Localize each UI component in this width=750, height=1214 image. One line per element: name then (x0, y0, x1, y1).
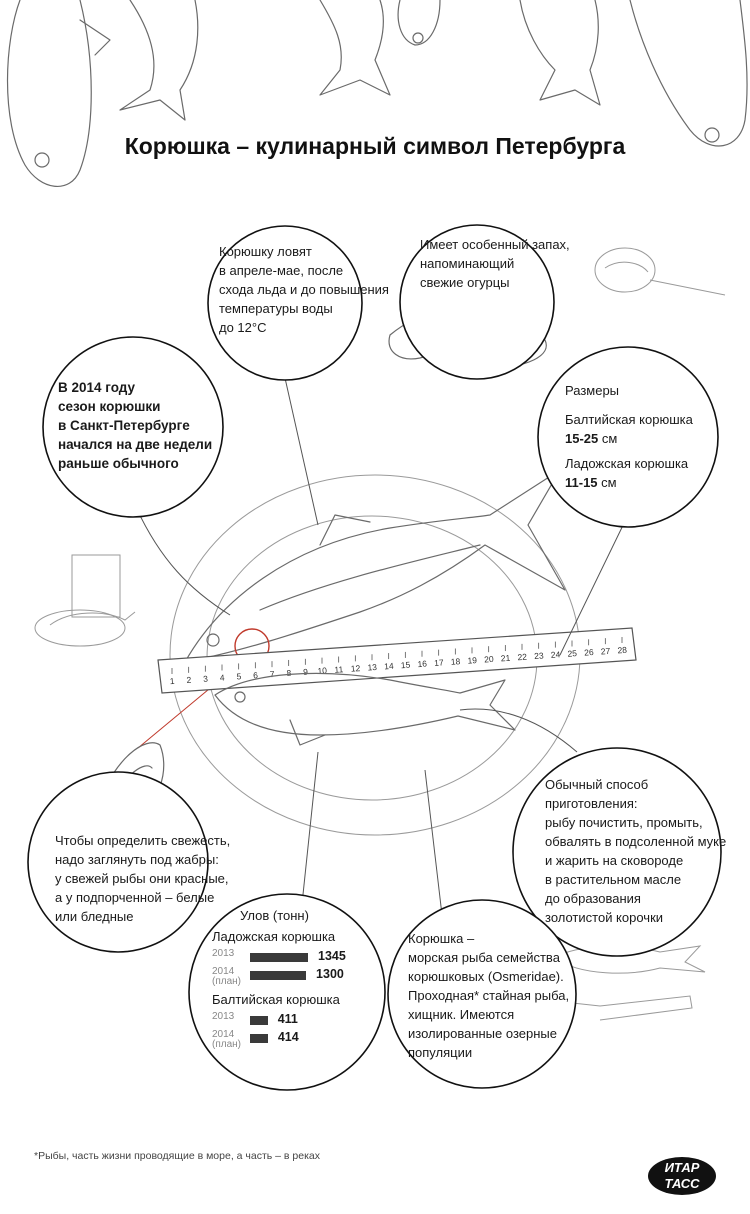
chart-row: 2013 411 (198, 1011, 370, 1029)
callout-circle-smell (399, 224, 555, 380)
hanging-fish-decoration (6, 0, 748, 187)
chart-row: 2013 1345 (198, 948, 370, 966)
callout-circle-catch (188, 893, 386, 1091)
pan-with-fish-sketch (594, 247, 726, 296)
itar-tass-logo: ИТАР ТАСС (648, 1157, 716, 1195)
callout-sizes-text: Размеры Балтийская корюшка 15-25 см Ладо… (565, 383, 693, 490)
ruler-tick-label: 4 (219, 672, 225, 682)
page-title: Корюшка – кулинарный символ Петербурга (124, 133, 626, 159)
ruler-tick-label: 8 (286, 668, 292, 678)
baltic-size-value: 15-25 (565, 431, 599, 446)
logo-line-2: ТАСС (664, 1176, 700, 1191)
small-smelt-fish (214, 672, 516, 746)
chart-group-label: Ладожская корюшка (212, 929, 336, 944)
chart-value-label: 1345 (318, 949, 346, 963)
callout-circle-cooking (512, 747, 722, 957)
callout-smell-text: Имеет особенный запах, напоминающий свеж… (420, 237, 570, 290)
chart-row: 2014(план) 414 (198, 1029, 370, 1053)
callout-cooking-text: Обычный способ приготовления: рыбу почис… (545, 777, 727, 925)
callout-circle-species (387, 899, 577, 1089)
flour-and-fish-sketch (34, 554, 136, 647)
ruler-tick-label: 16 (417, 658, 427, 669)
callout-circle-freshness (27, 771, 209, 953)
ruler-tick-label: 2 (186, 675, 192, 685)
ruler-tick-label: 15 (400, 660, 410, 671)
ruler-tick-label: 3 (203, 674, 209, 684)
ruler-tick-label: 5 (236, 671, 242, 681)
chart-value-label: 414 (277, 1030, 299, 1044)
chart-title: Улов (тонн) (240, 908, 309, 923)
callout-circle-season (42, 336, 224, 518)
ruler-tick-label: 19 (467, 655, 477, 666)
ruler-tick-label: 22 (517, 652, 527, 663)
callout-fishing-text: Корюшку ловят в апреле-мае, после схода … (219, 244, 389, 335)
ruler-tick-label: 26 (584, 647, 594, 658)
ruler-tick-label: 17 (434, 657, 444, 668)
ruler-tick-label: 14 (384, 661, 394, 672)
baltic-size-unit: см (601, 431, 618, 446)
leader-lines (134, 377, 629, 916)
ladoga-size-unit: см (601, 475, 617, 490)
callout-season-text: В 2014 году сезон корюшки в Санкт-Петерб… (58, 380, 213, 471)
ruler-tick-label: 11 (334, 664, 344, 675)
chart-row: 2014(план) 1300 (198, 966, 370, 990)
logo-line-1: ИТАР (664, 1160, 700, 1175)
callout-circle-sizes (537, 346, 719, 528)
ruler-tick-label: 1 (169, 676, 175, 686)
callout-freshness-text: Чтобы определить свежесть, надо заглянут… (55, 833, 231, 924)
callout-species-text: Корюшка – морская рыба семейства корюшко… (408, 931, 570, 1060)
ruler-tick-label: 27 (600, 646, 610, 657)
ruler-tick-label: 6 (253, 670, 259, 680)
chart-value-label: 1300 (316, 967, 344, 981)
ruler-tick-label: 10 (317, 665, 327, 676)
ruler-tick-label: 13 (367, 662, 377, 673)
ruler-tick-label: 7 (269, 669, 275, 679)
ladoga-size-value: 11-15 (565, 475, 598, 490)
ruler-tick-label: 24 (550, 649, 560, 660)
callout-circle-fishing (207, 225, 363, 381)
chart-bar (250, 953, 308, 962)
chart-year-label: 2013 (212, 1011, 235, 1022)
footnote: *Рыбы, часть жизни проводящие в море, а … (34, 1150, 321, 1162)
ruler-tick-label: 25 (567, 648, 577, 659)
chart-year-label: 2014(план) (212, 1029, 241, 1050)
chart-group-label: Балтийская корюшка (212, 992, 340, 1007)
chart-year-label: 2013 (212, 948, 235, 959)
ruler-tick-label: 23 (534, 650, 544, 661)
chart-bar (250, 1016, 268, 1025)
large-smelt-fish (184, 469, 566, 663)
chart-year-label: 2014(план) (212, 966, 241, 987)
ruler-tick-label: 28 (617, 645, 627, 656)
ruler-tick-label: 9 (303, 667, 309, 677)
ruler-tick-label: 12 (350, 663, 360, 674)
chart-bar (250, 1034, 268, 1043)
chart-bar (250, 971, 307, 980)
ruler-tick-label: 21 (500, 653, 510, 664)
chart-value-label: 411 (277, 1012, 298, 1026)
ruler-tick-label: 18 (450, 656, 460, 667)
ruler-tick-label: 20 (484, 654, 494, 665)
